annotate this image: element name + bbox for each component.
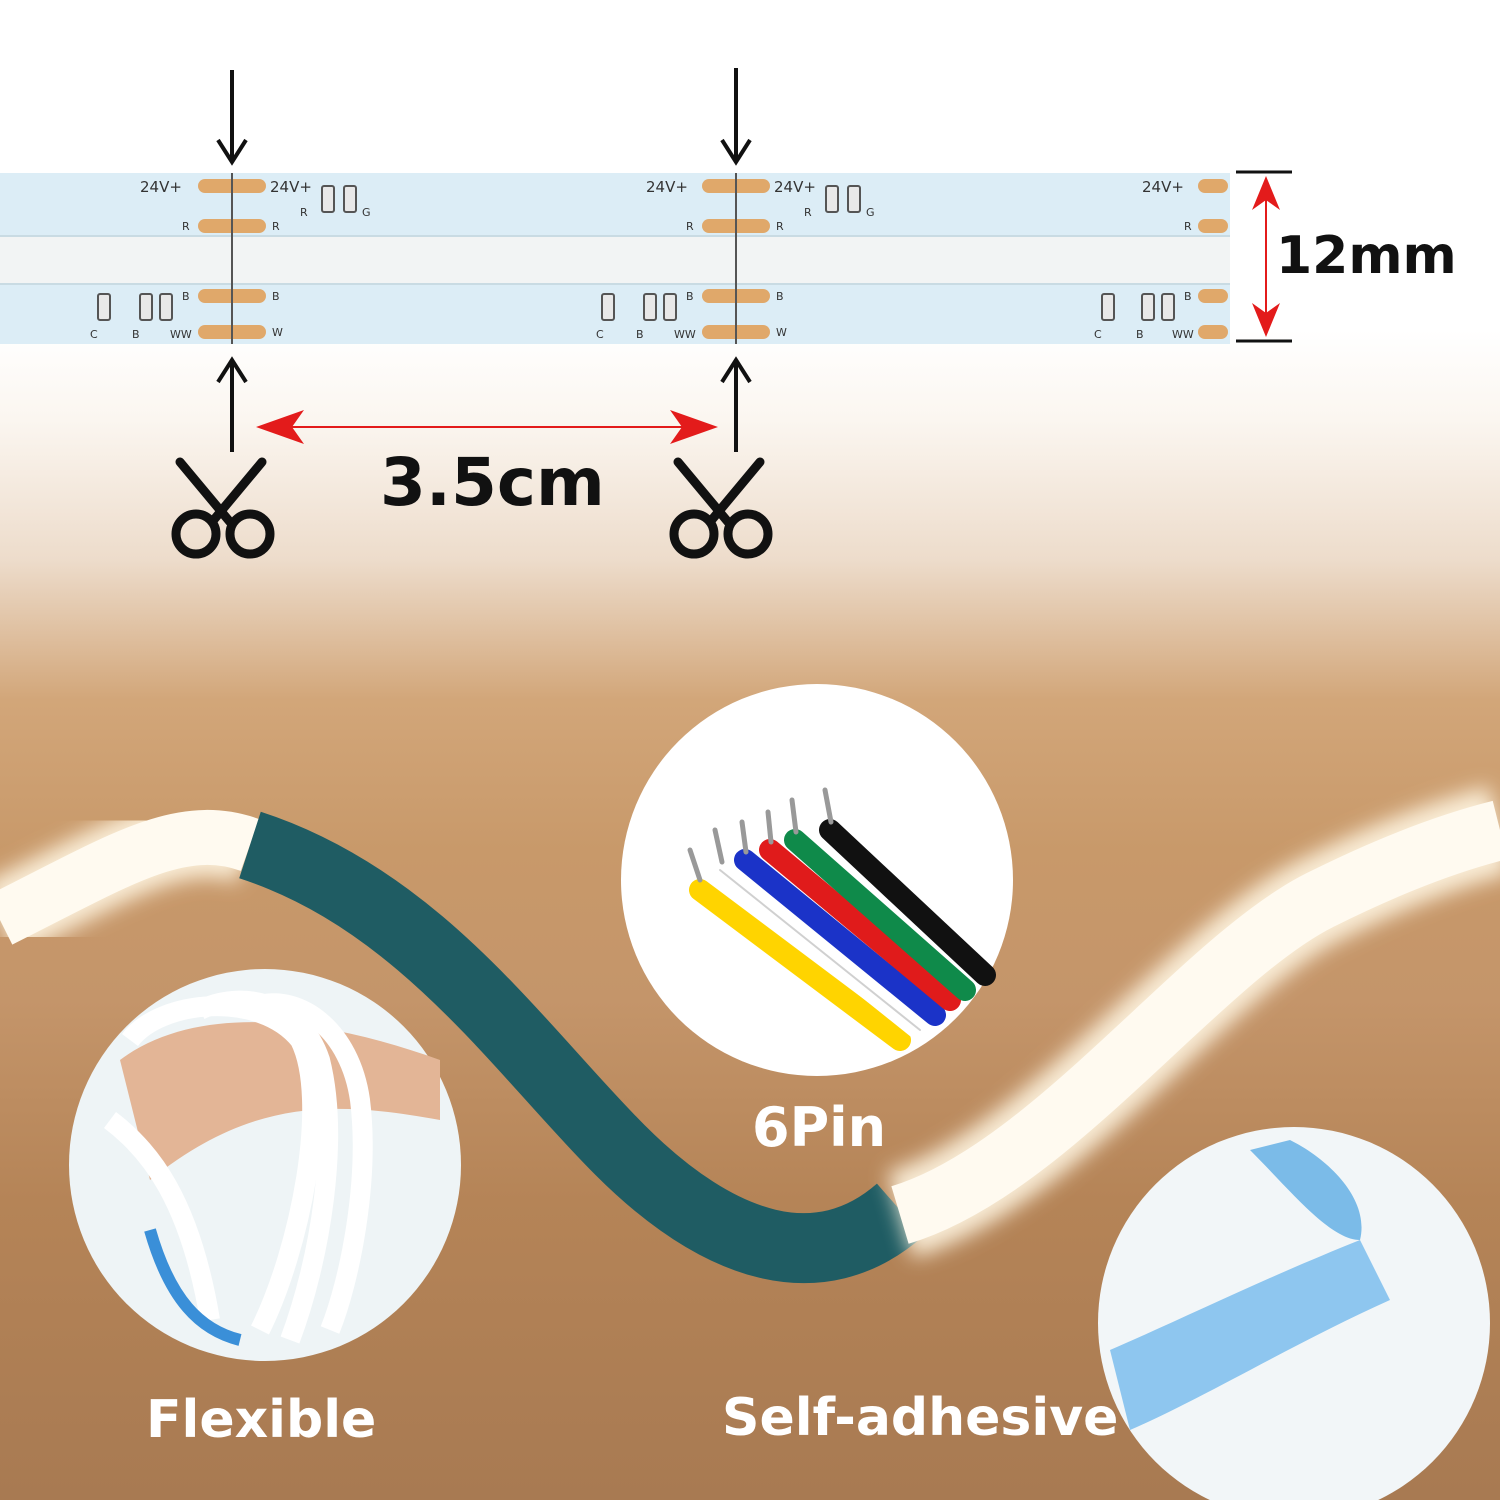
pad-label-b: B: [272, 290, 280, 303]
pad-label-c: C: [90, 328, 98, 341]
pad-label-r: R: [1184, 220, 1192, 233]
up-arrow-icon: [720, 356, 752, 452]
pad-label-ww: WW: [170, 328, 192, 341]
scissors-icon: [171, 457, 275, 559]
pad-label-r: R: [182, 220, 190, 233]
pad-label-g: G: [362, 206, 371, 219]
adhesive-backing-ribbon: [238, 811, 924, 1284]
led-strip-right: [890, 800, 1500, 1244]
pad-label-r: R: [804, 206, 812, 219]
pad-group-1: [198, 173, 266, 344]
adhesive-tape: [1110, 1240, 1390, 1430]
pad-label-g: G: [866, 206, 875, 219]
pad-label-ww: WW: [674, 328, 696, 341]
pad-label-r: R: [272, 220, 280, 233]
scissors-icon: [669, 457, 773, 559]
cut-interval-label: 3.5cm: [380, 444, 605, 521]
width-label: 12mm: [1276, 226, 1457, 286]
pad-label-b: B: [182, 290, 190, 303]
width-dimension: [1236, 170, 1292, 343]
adhesive-label: Self-adhesive: [722, 1388, 1119, 1448]
pad-label-24v: 24V+: [1142, 178, 1184, 196]
down-arrow-icon: [720, 68, 752, 166]
up-arrow-icon: [216, 356, 248, 452]
pad-label-b: B: [636, 328, 644, 341]
pad-label-w: W: [272, 326, 283, 339]
pins-label: 6Pin: [752, 1096, 887, 1159]
pad-label-b: B: [686, 290, 694, 303]
resistors: [97, 185, 1175, 321]
pad-label-24v: 24V+: [270, 178, 312, 196]
pad-label-c: C: [596, 328, 604, 341]
pad-label-b: B: [1184, 290, 1192, 303]
led-strip-left: [0, 810, 260, 945]
pad-label-24v: 24V+: [140, 178, 182, 196]
double-arrow-icon: [1252, 176, 1280, 337]
pad-label-r: R: [686, 220, 694, 233]
pad-group-3: [1198, 179, 1228, 339]
pad-label-24v: 24V+: [774, 178, 816, 196]
pad-label-ww: WW: [1172, 328, 1194, 341]
down-arrow-icon: [216, 70, 248, 166]
pad-label-b: B: [132, 328, 140, 341]
strip-middle-band: [0, 236, 1230, 284]
flexible-label: Flexible: [146, 1390, 377, 1450]
pad-label-c: C: [1094, 328, 1102, 341]
pad-label-b: B: [776, 290, 784, 303]
pad-label-24v: 24V+: [646, 178, 688, 196]
pad-label-b: B: [1136, 328, 1144, 341]
coiled-strip: [103, 990, 373, 1344]
pad-label-w: W: [776, 326, 787, 339]
double-arrow-icon: [256, 410, 718, 444]
pad-group-2: [702, 173, 770, 344]
pad-label-r: R: [776, 220, 784, 233]
pad-label-r: R: [300, 206, 308, 219]
wire-bundle: [687, 787, 996, 1051]
